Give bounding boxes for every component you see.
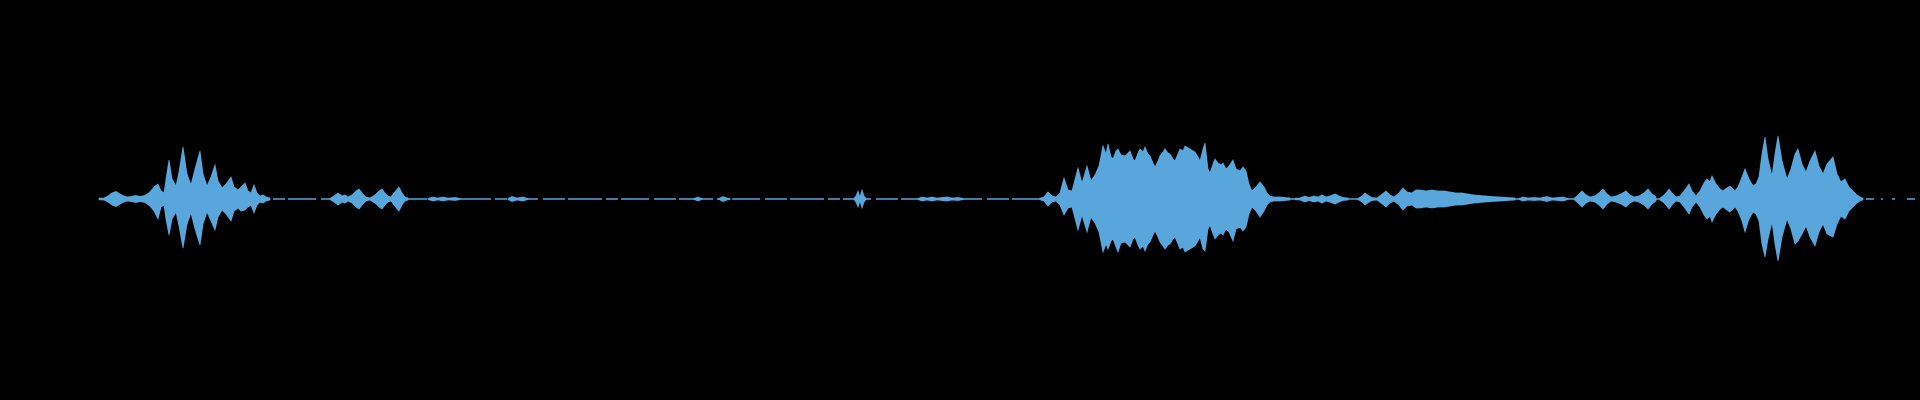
waveform-segment-micro-1545 bbox=[1518, 196, 1569, 202]
waveform-segment-blips-c bbox=[1573, 188, 1657, 210]
waveform-segment-micro-510 bbox=[507, 196, 529, 202]
waveform-segment-burst-1 bbox=[98, 146, 271, 249]
waveform-segment-tick-698 bbox=[693, 196, 703, 202]
waveform-segment-micro-940 bbox=[917, 196, 964, 202]
waveform-segment-burst-2 bbox=[1039, 142, 1291, 254]
waveform-segment-burst-3 bbox=[1659, 135, 1864, 262]
waveform-segment-blips-a bbox=[329, 186, 409, 212]
waveform-segment-tick-858 bbox=[853, 188, 867, 210]
waveform-segment-micro-1300 bbox=[1294, 193, 1349, 205]
waveform-segment-micro-430 bbox=[427, 196, 461, 202]
waveform-segment-blips-and-hum bbox=[1357, 187, 1516, 211]
waveform-segment-bump-725 bbox=[718, 196, 731, 202]
